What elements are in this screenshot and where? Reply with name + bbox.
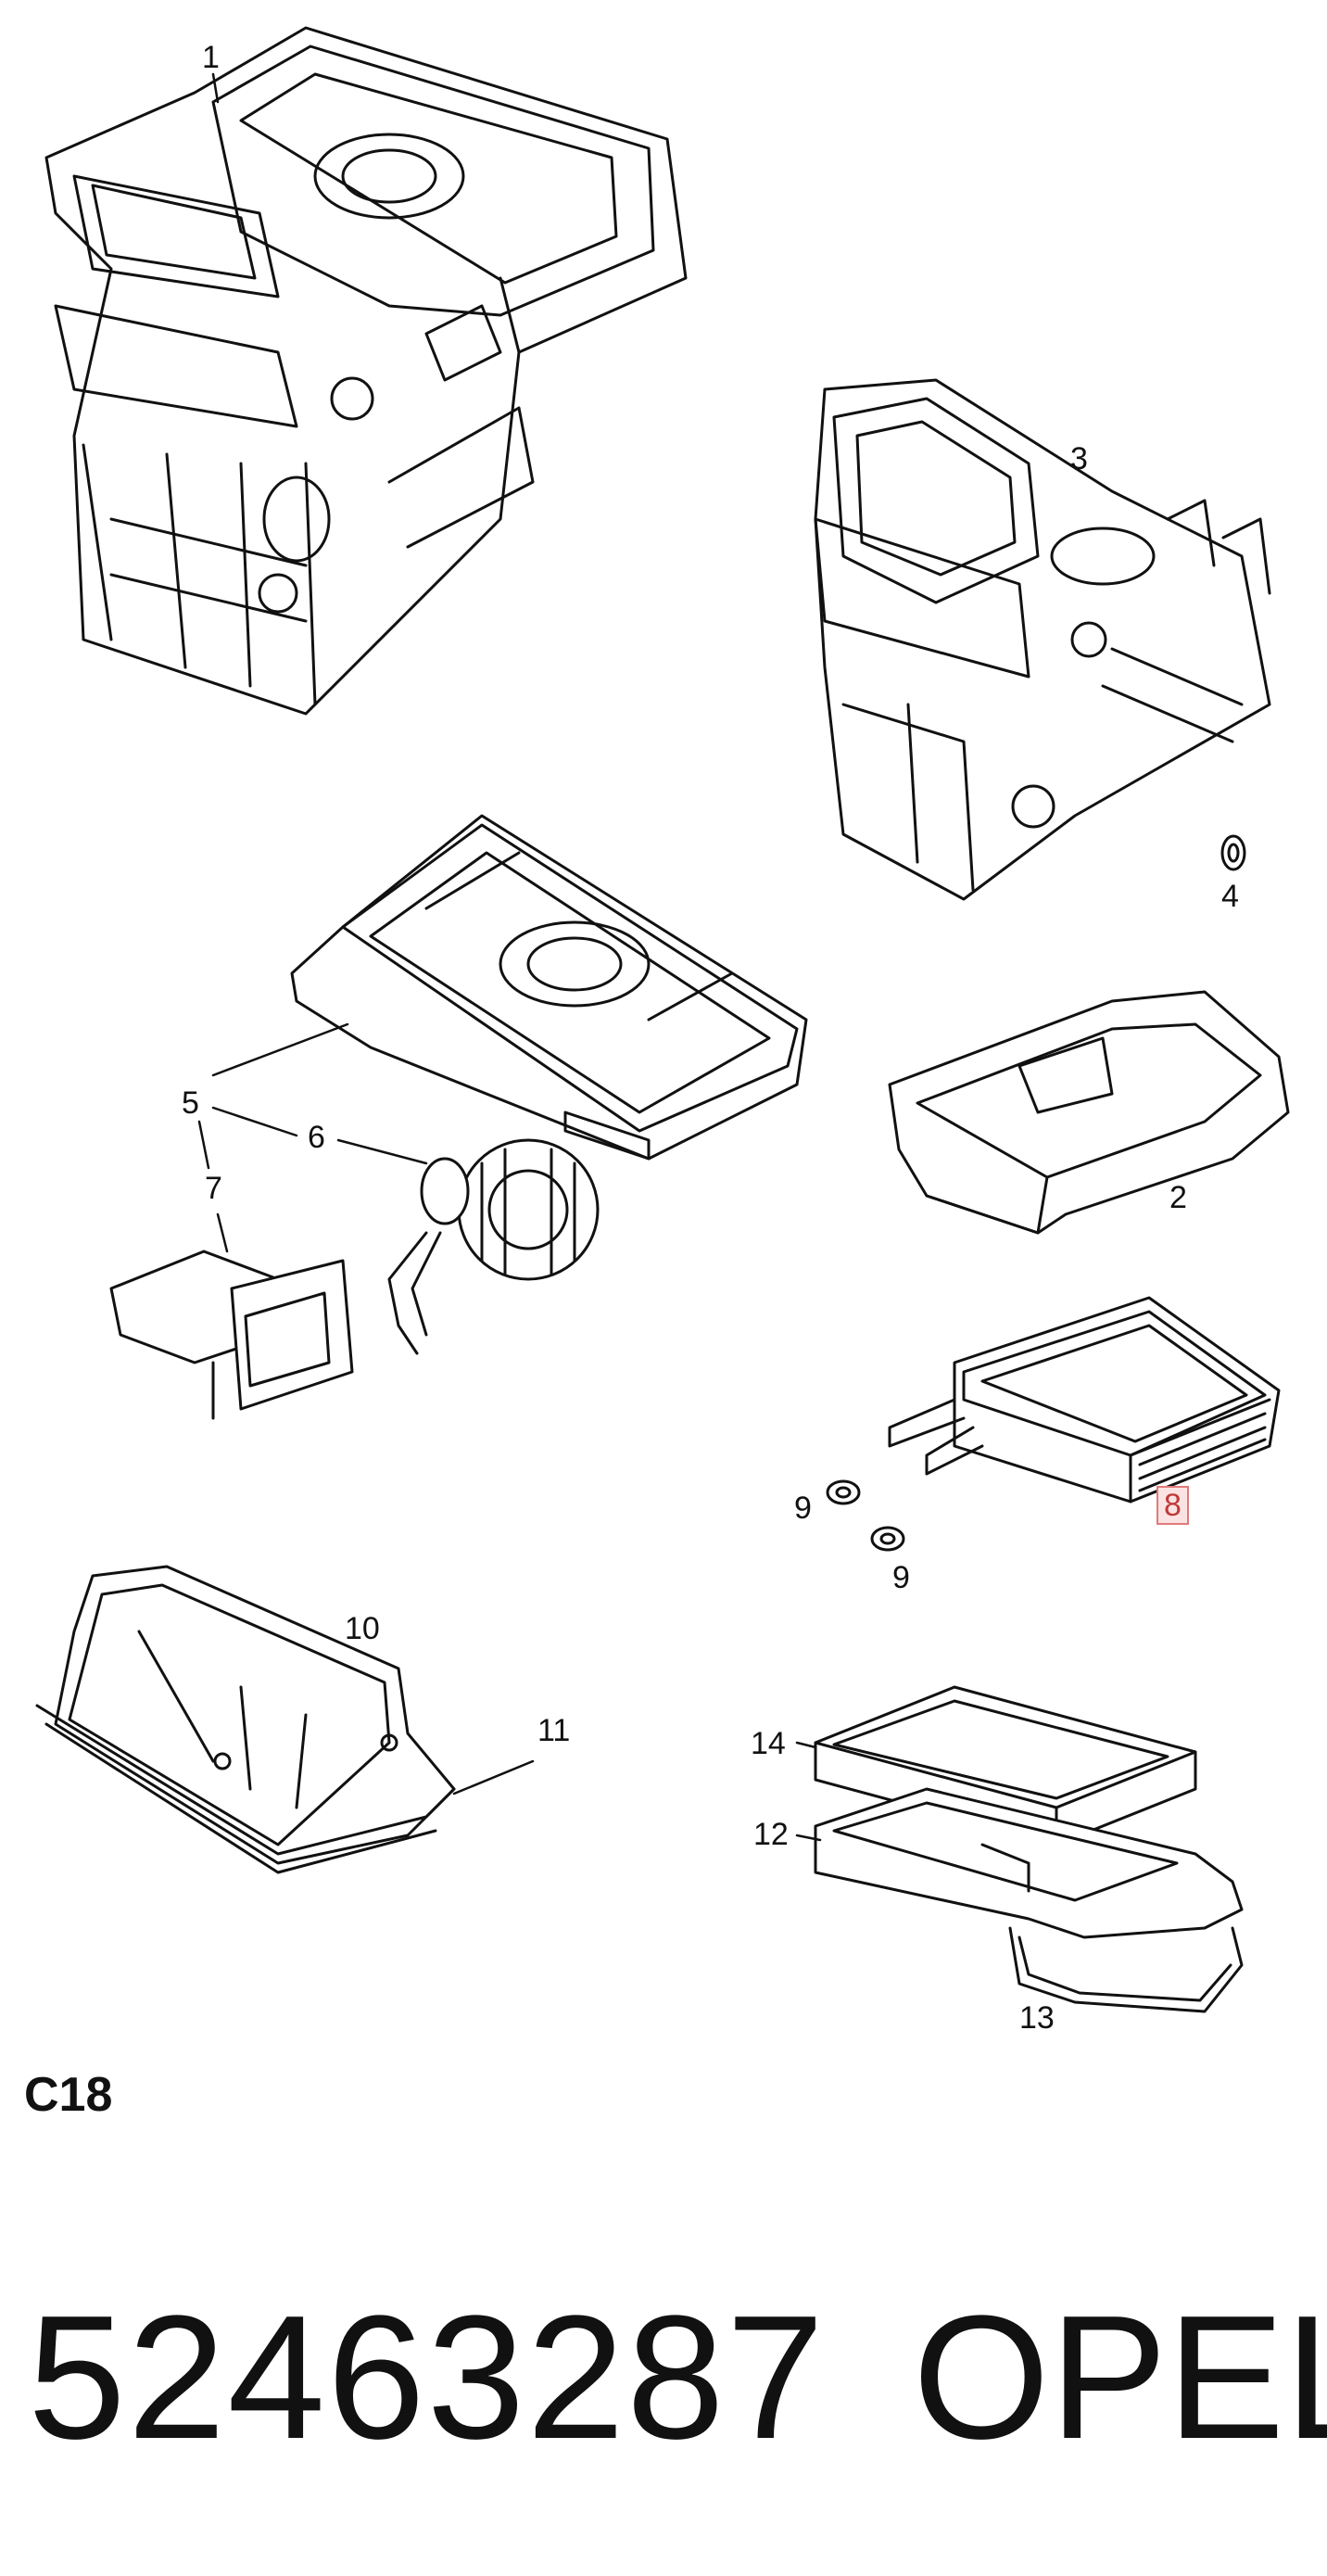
callout-8-highlighted[interactable]: 8 [1156,1486,1189,1525]
part-1-heater-housing-assembly [44,26,688,716]
part-8-heater-core [888,1296,1281,1504]
group-code-label: C18 [24,2068,113,2122]
callout-14[interactable]: 14 [751,1726,786,1761]
callout-7[interactable]: 7 [205,1171,222,1206]
callout-5[interactable]: 5 [182,1085,199,1121]
callout-9-left[interactable]: 9 [794,1491,812,1526]
callout-11[interactable]: 11 [537,1713,571,1748]
callout-4[interactable]: 4 [1221,879,1239,914]
callout-1[interactable]: 1 [202,40,220,75]
callout-3[interactable]: 3 [1070,441,1088,476]
part-7-blower-resistor [109,1250,354,1420]
part-4-grommet [1220,834,1246,871]
leader-lines [197,72,822,1842]
part-2-air-duct-cover [888,990,1290,1235]
part-9-seal-lower [870,1526,905,1552]
part-5-housing-upper [290,814,808,1161]
callout-2[interactable]: 2 [1169,1180,1187,1215]
callout-9-right[interactable]: 9 [892,1560,910,1595]
callout-12[interactable]: 12 [753,1817,789,1852]
brand-name: OPEL [913,2279,1327,2476]
part-11-gasket [35,1704,456,1874]
part-9-seal-upper [826,1479,861,1505]
part-3-heater-housing [814,378,1271,901]
part-10-cover [54,1565,456,1865]
part-6-blower-fan [387,1138,600,1355]
callout-10[interactable]: 10 [345,1611,380,1646]
part-12-filter-housing [814,1787,1244,1939]
part-13-housing-seal [1008,1926,1244,2013]
callout-13[interactable]: 13 [1019,2000,1055,2036]
callout-6[interactable]: 6 [308,1120,325,1155]
part-number: 52463287 [28,2279,827,2476]
